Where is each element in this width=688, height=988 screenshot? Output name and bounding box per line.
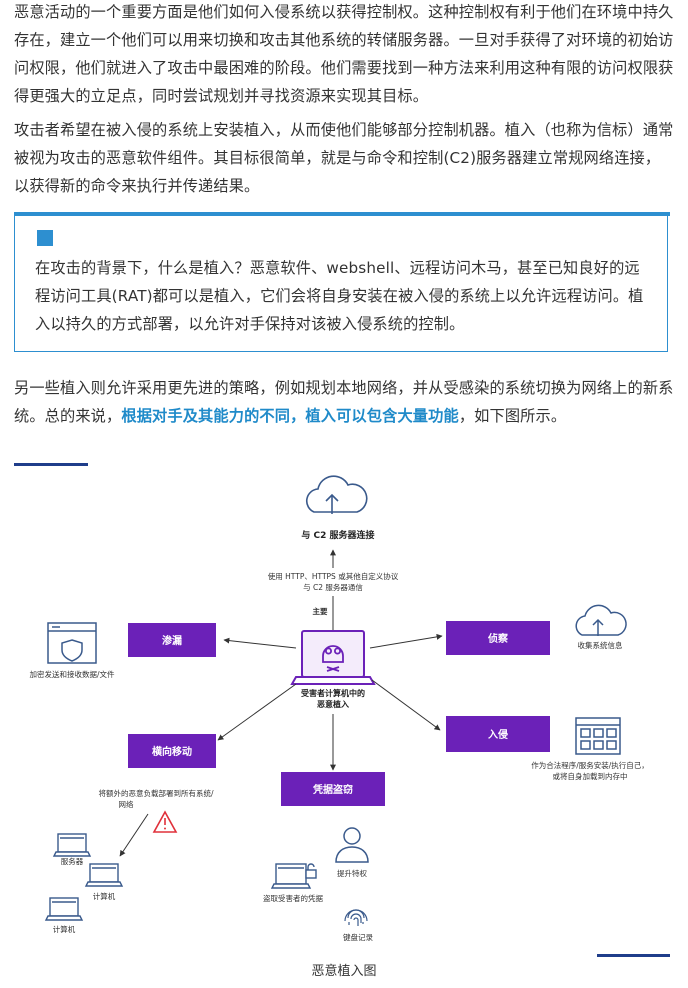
server-label: 服务器 (61, 856, 84, 866)
cloud-upload-icon (575, 604, 627, 636)
quote-text: 在攻击的背景下，什么是植入？恶意软件、webshell、远程访问木马，甚至已知良… (35, 259, 644, 333)
c2-title: 与 C2 服务器连接 (301, 529, 374, 541)
exfil-desc: 加密发送和接收数据/文件 (29, 669, 115, 679)
user-icon (335, 827, 369, 863)
box-lateral-label: 横向移动 (152, 745, 192, 758)
computer-label-1: 计算机 (93, 891, 116, 901)
figure-bottom-rule (597, 954, 670, 957)
laptop-lock-icon (270, 863, 317, 889)
intro-paragraph-2: 攻击者希望在被入侵的系统上安装植入，从而使他们能够部分控制机器。植入（也称为信标… (14, 121, 674, 195)
box-intrusion: 入侵 (446, 716, 550, 752)
app-grid-icon (575, 717, 621, 755)
arrow-to-network (119, 813, 149, 857)
lateral-desc-line2: 网络 (119, 799, 134, 809)
computer-label-2: 计算机 (53, 924, 76, 934)
infected-computer-icon (290, 630, 376, 685)
computer-laptop-icon-2 (44, 897, 84, 921)
box-recon: 侦察 (446, 621, 550, 655)
quote-top-border (14, 212, 670, 216)
box-exfil-label: 渗漏 (162, 634, 182, 647)
c2-desc-line2: 与 C2 服务器通信 (303, 582, 363, 592)
figure-caption: 恶意植入图 (311, 964, 377, 979)
steal-cred-label: 盗取受害者的凭据 (263, 893, 323, 903)
privilege-label: 提升特权 (337, 868, 367, 878)
arrow-to-exfil (223, 637, 297, 649)
quote-box: 在攻击的背景下，什么是植入？恶意软件、webshell、远程访问木马，甚至已知良… (14, 216, 668, 352)
arrow-to-intrusion (371, 679, 441, 731)
main-label: 主要 (313, 606, 328, 616)
malware-implant-diagram: 与 C2 服务器连接 使用 HTTP、HTTPS 或其他自定义协议 与 C2 服… (29, 475, 649, 942)
intrusion-desc-line1: 作为合法程序/服务安装/执行自己， (531, 760, 649, 770)
intro-paragraph-3: 另一些植入则允许采用更先进的策略，例如规划本地网络，并从受感染的系统切换为网络上… (14, 374, 674, 430)
box-exfil: 渗漏 (128, 623, 216, 657)
c2-cloud-icon (305, 475, 368, 514)
figure-top-rule (14, 463, 88, 466)
lateral-desc-line1: 将额外的恶意负载部署到所有系统/ (98, 788, 213, 798)
box-intrusion-label: 入侵 (488, 728, 508, 741)
quote-marker-square (37, 230, 53, 246)
browser-shield-icon (47, 622, 97, 664)
paragraph-3-end: ，如下图所示。 (458, 407, 567, 425)
warning-icon (152, 810, 178, 833)
paragraph-3-highlight: 根据对手及其能力的不同，植入可以包含大量功能 (121, 407, 459, 425)
box-lateral: 横向移动 (128, 734, 216, 768)
recon-desc: 收集系统信息 (578, 640, 623, 650)
box-cred: 凭据盗窃 (281, 772, 385, 806)
box-cred-label: 凭据盗窃 (312, 783, 353, 796)
paragraph-3-start: 另一些植入则允许采用更先进的策略，例如规划本地网络，并从受感染的系统切换为网络上… (14, 379, 674, 425)
box-recon-label: 侦察 (487, 632, 509, 645)
center-label-line1: 受害者计算机中的 (301, 688, 365, 698)
arrow-to-recon (369, 633, 443, 649)
skull-icon (322, 645, 344, 672)
server-laptop-icon (52, 833, 92, 857)
arrow-to-lateral (217, 683, 297, 741)
intro-paragraph-1: 恶意活动的一个重要方面是他们如何入侵系统以获得控制权。这种控制权有利于他们在环境… (14, 3, 674, 105)
c2-desc-bg (256, 568, 412, 596)
fingerprint-icon (344, 909, 368, 926)
computer-laptop-icon-1 (84, 863, 124, 887)
intrusion-desc-line2: 或将自身加载到内存中 (553, 771, 628, 781)
keylog-label: 键盘记录 (343, 932, 373, 942)
c2-desc-line1: 使用 HTTP、HTTPS 或其他自定义协议 (268, 571, 399, 581)
center-label-line2: 恶意植入 (317, 699, 349, 709)
